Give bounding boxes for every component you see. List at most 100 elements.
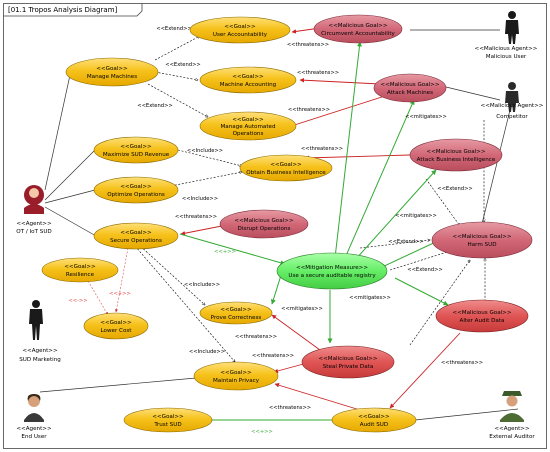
agent-ot-iot-sud[interactable]: <<Agent>> OT / IoT SUD <box>16 185 52 235</box>
malicious-goal-disrupt-operations[interactable]: <<Malicious Goal>> Disrupt Operations <box>219 209 309 239</box>
svg-text:<<Goal>>: <<Goal>> <box>270 162 302 168</box>
businessman-icon <box>505 11 519 44</box>
svg-text:<<Include>>: <<Include>> <box>189 349 225 355</box>
goal-manage-machines[interactable]: <<Goal>> Manage Machines <box>65 57 159 87</box>
svg-text:<<Extend>>: <<Extend>> <box>165 62 201 68</box>
svg-text:<<threatens>>: <<threatens>> <box>287 42 329 48</box>
svg-text:<<Goal>>: <<Goal>> <box>120 184 152 190</box>
svg-text:Maintain Privacy: Maintain Privacy <box>213 378 260 384</box>
mitigates-lines <box>174 41 449 423</box>
svg-text:<<threatens>>: <<threatens>> <box>301 146 343 152</box>
svg-text:<<Goal>>: <<Goal>> <box>232 74 264 80</box>
svg-text:<<Goal>>: <<Goal>> <box>120 144 152 150</box>
svg-text:Circumvent Accountability: Circumvent Accountability <box>321 31 395 37</box>
svg-text:<<threatens>>: <<threatens>> <box>297 70 339 76</box>
svg-text:Competitor: Competitor <box>496 114 528 120</box>
malicious-goal-alter-audit-data[interactable]: <<Malicious Goal>> Alter Audit Data <box>435 299 529 333</box>
svg-text:<<Malicious Agent>>: <<Malicious Agent>> <box>475 46 538 52</box>
goal-machine-accounting[interactable]: <<Goal>> Machine Accounting <box>199 66 297 94</box>
female-avatar-icon <box>24 185 44 214</box>
goal-secure-operations[interactable]: <<Goal>> Secure Operations <box>93 222 179 250</box>
svg-text:<<Malicious Goal>>: <<Malicious Goal>> <box>234 218 293 224</box>
svg-text:Optimize Operations: Optimize Operations <box>107 192 165 198</box>
svg-text:<<Agent>>: <<Agent>> <box>494 426 530 432</box>
malicious-goal-steal-private-data[interactable]: <<Malicious Goal>> Steal Private Data <box>301 345 395 379</box>
svg-text:<<threatens>>: <<threatens>> <box>252 353 294 359</box>
svg-text:Harm SUD: Harm SUD <box>467 242 496 248</box>
svg-text:<<Malicious Goal>>: <<Malicious Goal>> <box>328 23 387 29</box>
svg-text:Trust SUD: Trust SUD <box>153 422 181 428</box>
businessman-icon <box>29 300 43 340</box>
agent-malicious-user[interactable]: <<Malicious Agent>> Malicious User <box>475 11 538 60</box>
goal-maintain-privacy[interactable]: <<Goal>> Maintain Privacy <box>193 361 279 391</box>
agent-external-auditor[interactable]: <<Agent>> External Auditor <box>489 391 535 440</box>
goal-lower-cost[interactable]: <<Goal>> Lower Cost <box>83 312 149 340</box>
svg-text:Audit SUD: Audit SUD <box>360 422 388 428</box>
malicious-goal-circumvent-accountability[interactable]: <<Malicious Goal>> Circumvent Accountabi… <box>313 14 403 44</box>
svg-text:<<Extend>>: <<Extend>> <box>407 267 443 273</box>
goal-maximize-sud-revenue[interactable]: <<Goal>> Maximize SUD Revenue <box>93 136 179 164</box>
svg-text:<<Include>>: <<Include>> <box>184 282 220 288</box>
goal-manage-automated-operations[interactable]: <<Goal>> Manage Automated Operations <box>199 111 297 141</box>
svg-text:Secure Operations: Secure Operations <box>110 238 162 244</box>
svg-text:<<Goal>>: <<Goal>> <box>220 370 252 376</box>
goal-user-accountability[interactable]: <<Goal>> User Accountability <box>189 16 291 44</box>
svg-text:<<Goal>>: <<Goal>> <box>96 66 128 72</box>
svg-text:<<Agent>>: <<Agent>> <box>16 221 52 227</box>
svg-text:Attack Business Intelligence: Attack Business Intelligence <box>417 157 496 163</box>
svg-text:<<Include>>: <<Include>> <box>187 148 223 154</box>
svg-text:<<Malicious Goal>>: <<Malicious Goal>> <box>426 149 485 155</box>
edge-labels: <<Extend>> <<threatens>> <<Extend>> <<th… <box>68 26 483 435</box>
svg-text:<<mitigates>>: <<mitigates>> <box>395 213 437 219</box>
mitigation-measure-secure-registry[interactable]: <<Mitigation Measure>> Use a secure audi… <box>276 252 388 290</box>
svg-text:<<threatens>>: <<threatens>> <box>175 214 217 220</box>
agent-end-user[interactable]: <<Agent>> End User <box>16 394 52 440</box>
svg-text:Steal Private Data: Steal Private Data <box>323 364 374 370</box>
svg-text:<<Extend>>: <<Extend>> <box>137 103 173 109</box>
agent-sud-marketing[interactable]: <<Agent>> SUD Marketing <box>19 300 61 363</box>
svg-text:Resilience: Resilience <box>66 272 95 278</box>
svg-text:<<Goal>>: <<Goal>> <box>232 117 264 123</box>
dependency-lines <box>87 247 129 316</box>
goal-resilience[interactable]: <<Goal>> Resilience <box>41 257 119 283</box>
svg-text:<<Malicious Goal>>: <<Malicious Goal>> <box>318 356 377 362</box>
svg-text:Operations: Operations <box>233 131 264 137</box>
svg-text:<<threatens>>: <<threatens>> <box>235 334 277 340</box>
svg-text:<<Agent>>: <<Agent>> <box>16 426 52 432</box>
svg-text:<<+>>: <<+>> <box>251 429 273 435</box>
svg-text:Disrupt Operations: Disrupt Operations <box>238 226 291 232</box>
malicious-goal-attack-machines[interactable]: <<Malicious Goal>> Attack Machines <box>373 73 447 103</box>
svg-text:<<threatens>>: <<threatens>> <box>441 360 483 366</box>
goal-prove-correctness[interactable]: <<Goal>> Prove Correctness <box>199 301 273 325</box>
svg-text:Machine Accounting: Machine Accounting <box>220 82 277 88</box>
svg-text:<<Goal>>: <<Goal>> <box>224 24 256 30</box>
agent-competitor[interactable]: <<Malicious Agent>> Competitor <box>481 82 544 120</box>
goal-obtain-business-intelligence[interactable]: <<Goal>> Obtain Business Intelligence <box>239 154 333 182</box>
goal-audit-sud[interactable]: <<Goal>> Audit SUD <box>331 407 417 433</box>
svg-text:<<Malicious Goal>>: <<Malicious Goal>> <box>452 310 511 316</box>
goal-optimize-operations[interactable]: <<Goal>> Optimize Operations <box>93 176 179 204</box>
svg-text:Obtain Business Intelligence: Obtain Business Intelligence <box>246 170 326 176</box>
svg-text:<<Mitigation Measure>>: <<Mitigation Measure>> <box>296 265 368 271</box>
svg-text:Manage Machines: Manage Machines <box>87 74 137 80</box>
goal-trust-sud[interactable]: <<Goal>> Trust SUD <box>123 407 213 433</box>
svg-text:Prove Correctness: Prove Correctness <box>211 315 262 321</box>
malicious-goal-attack-business-intelligence[interactable]: <<Malicious Goal>> Attack Business Intel… <box>409 138 503 172</box>
frame-title: [01.1 Tropos Analysis Diagram] <box>8 6 118 14</box>
svg-text:Use a secure auditable registr: Use a secure auditable registry <box>288 273 376 279</box>
svg-text:Attack Machines: Attack Machines <box>387 90 433 96</box>
svg-text:<<mitigates>>: <<mitigates>> <box>405 114 447 120</box>
svg-text:Lower Cost: Lower Cost <box>101 328 133 334</box>
svg-text:<<+>>: <<+>> <box>214 249 236 255</box>
svg-text:<<Goal>>: <<Goal>> <box>64 264 96 270</box>
svg-text:End User: End User <box>21 434 47 440</box>
malicious-goal-harm-sud[interactable]: <<Malicious Goal>> Harm SUD <box>431 221 533 259</box>
svg-text:<<Malicious Agent>>: <<Malicious Agent>> <box>481 103 544 109</box>
svg-text:<<Goal>>: <<Goal>> <box>100 320 132 326</box>
businessman-icon <box>505 82 519 112</box>
association-lines <box>39 29 519 421</box>
person-avatar-icon <box>24 394 44 422</box>
svg-text:<<mitigates>>: <<mitigates>> <box>281 306 323 312</box>
svg-text:<<Extend>>: <<Extend>> <box>388 239 424 245</box>
